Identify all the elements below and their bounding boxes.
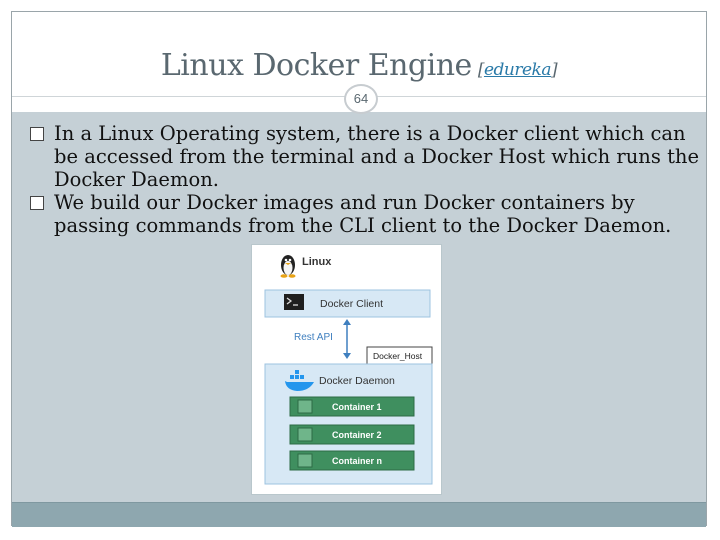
docker-client-label: Docker Client xyxy=(320,298,383,310)
bullet-item: In a Linux Operating system, there is a … xyxy=(30,122,700,191)
container-box xyxy=(289,396,415,417)
bullet-text: In a Linux Operating system, there is a … xyxy=(54,122,700,191)
docker-architecture-diagram: Linux Docker Client Rest API Docker_Host… xyxy=(251,244,442,495)
container-1: Container 1 xyxy=(289,396,415,417)
title-main: Linux Docker Engine xyxy=(160,48,472,83)
docker-daemon-label: Docker Daemon xyxy=(319,375,395,387)
bullet-text: We build our Docker images and run Docke… xyxy=(54,191,672,237)
container-cube-icon xyxy=(297,427,313,442)
container-cube-icon xyxy=(297,399,313,414)
container-box xyxy=(289,450,415,471)
edureka-link[interactable]: edureka xyxy=(483,60,552,80)
title-source: [edureka] xyxy=(477,60,558,80)
docker-host-label: Docker_Host xyxy=(373,351,423,361)
bullet-item: We build our Docker images and run Docke… xyxy=(30,191,700,237)
container-label: Container 1 xyxy=(332,402,382,412)
checkbox-bullet-icon xyxy=(30,196,44,210)
title-area: Linux Docker Engine[edureka] xyxy=(12,12,706,96)
container-label: Container 2 xyxy=(332,430,382,440)
footer-bar xyxy=(12,502,706,527)
slide-title: Linux Docker Engine[edureka] xyxy=(12,48,706,83)
arrow-up-icon xyxy=(343,319,351,325)
rest-api-label: Rest API xyxy=(294,332,333,343)
container-box xyxy=(289,424,415,445)
container-2: Container 2 xyxy=(289,424,415,445)
arrow-down-icon xyxy=(343,353,351,359)
title-source-prefix: [ xyxy=(477,60,485,80)
checkbox-bullet-icon xyxy=(30,127,44,141)
title-source-suffix: ] xyxy=(550,60,558,80)
docker-whale-icon xyxy=(285,370,314,391)
diagram-svg: Linux Docker Client Rest API Docker_Host… xyxy=(264,255,433,485)
linux-label: Linux xyxy=(302,256,332,268)
terminal-icon xyxy=(284,294,304,310)
container-n: Container n xyxy=(289,450,415,471)
page-number-badge: 64 xyxy=(344,84,378,114)
bullet-list: In a Linux Operating system, there is a … xyxy=(30,122,700,237)
tux-penguin-icon xyxy=(280,255,296,278)
container-cube-icon xyxy=(297,453,313,468)
container-label: Container n xyxy=(332,456,382,466)
